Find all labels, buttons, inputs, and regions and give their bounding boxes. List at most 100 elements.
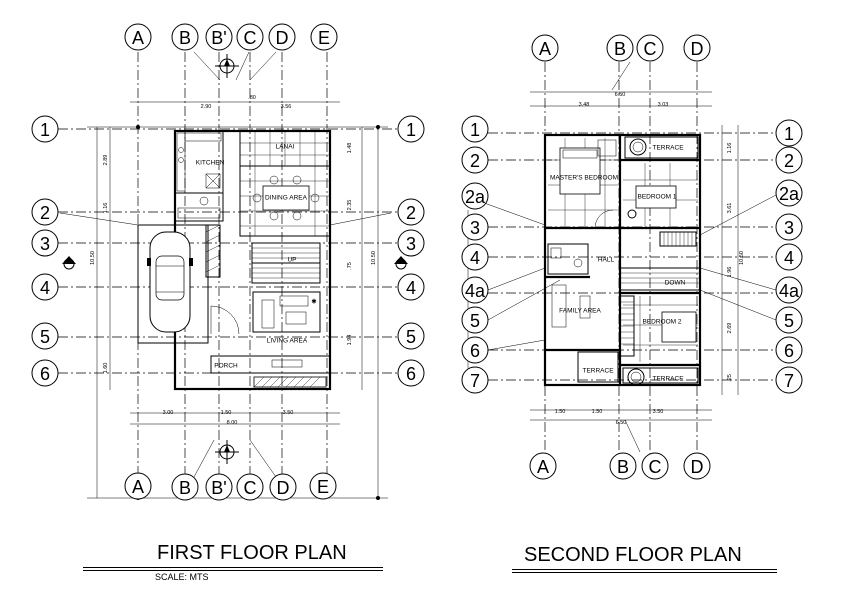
dim-text: 1.96 bbox=[727, 267, 733, 278]
first-floor-title-underline bbox=[83, 570, 383, 571]
second-floor-title-underline bbox=[512, 569, 777, 570]
second-floor-grid-bubbles: A B C D A B C D 1 2 2a 3 4 4a 5 6 7 1 2 … bbox=[461, 34, 803, 480]
dim-text: 3.00 bbox=[163, 410, 174, 416]
grid-bubble: A bbox=[124, 472, 152, 500]
svg-text:D: D bbox=[691, 457, 704, 477]
dim-text: 1.50 bbox=[555, 409, 566, 415]
dim-text: 1.16 bbox=[727, 143, 733, 154]
room-label-bedroom-2: BEDROOM 2 bbox=[642, 319, 681, 326]
second-floor-plan: TERRACE MASTER'S BEDROOM BEDROOM 1 HALL … bbox=[467, 61, 777, 454]
grid-bubble: 7 bbox=[775, 366, 803, 394]
grid-bubble: 2 bbox=[461, 146, 489, 174]
room-label-porch: PORCH bbox=[214, 363, 238, 370]
svg-text:4: 4 bbox=[406, 278, 416, 298]
svg-text:5: 5 bbox=[470, 311, 480, 331]
svg-text:4: 4 bbox=[40, 278, 50, 298]
second-floor-title-underline bbox=[512, 572, 777, 573]
svg-text:D: D bbox=[691, 39, 704, 59]
svg-text:7: 7 bbox=[784, 371, 794, 391]
grid-bubble: 3 bbox=[775, 213, 803, 241]
dim-text: 10.50 bbox=[90, 251, 96, 265]
grid-bubble: D bbox=[683, 452, 711, 480]
dim-text: 3.61 bbox=[727, 203, 733, 214]
dim-text: 3.48 bbox=[579, 102, 590, 108]
dim-text: 3.50 bbox=[653, 409, 664, 415]
grid-bubble: C bbox=[236, 473, 264, 501]
grid-bubble: C bbox=[641, 452, 669, 480]
svg-text:1: 1 bbox=[406, 120, 416, 140]
second-floor-title: SECOND FLOOR PLAN bbox=[524, 544, 742, 566]
grid-bubble: E bbox=[309, 472, 337, 500]
svg-text:4a: 4a bbox=[779, 281, 800, 301]
dim-text: 10.50 bbox=[371, 251, 377, 265]
svg-text:2: 2 bbox=[470, 151, 480, 171]
first-floor-title-underline bbox=[83, 567, 383, 568]
room-label-family-area: FAMILY AREA bbox=[559, 308, 601, 315]
svg-text:B: B bbox=[179, 28, 191, 48]
room-label-stair-up: UP bbox=[287, 257, 296, 264]
room-label-stair-down: DOWN bbox=[665, 280, 686, 287]
grid-bubble: 6 bbox=[461, 336, 489, 364]
dim-text: 2.35 bbox=[347, 200, 353, 211]
grid-bubble: 4a bbox=[775, 276, 803, 304]
svg-text:C: C bbox=[244, 28, 257, 48]
grid-bubble: 5 bbox=[775, 306, 803, 334]
dim-text: 2.69 bbox=[727, 323, 733, 334]
dim-text: 1.16 bbox=[103, 203, 109, 214]
grid-bubble: 5 bbox=[31, 322, 59, 350]
grid-bubble: 3 bbox=[461, 213, 489, 241]
svg-text:3: 3 bbox=[40, 234, 50, 254]
grid-bubble: 1 bbox=[775, 119, 803, 147]
svg-text:4: 4 bbox=[784, 248, 794, 268]
first-floor-title: FIRST FLOOR PLAN bbox=[157, 542, 347, 564]
svg-text:B': B' bbox=[211, 478, 226, 498]
north-arrow-icon bbox=[215, 440, 239, 464]
svg-text:6: 6 bbox=[40, 364, 50, 384]
room-label-terrace-right: TERRACE bbox=[652, 376, 684, 383]
svg-text:3: 3 bbox=[406, 234, 416, 254]
grid-bubble: 4a bbox=[461, 276, 489, 304]
dim-text: 1.48 bbox=[347, 143, 353, 154]
grid-bubble: 2a bbox=[461, 182, 489, 210]
svg-text:6: 6 bbox=[406, 364, 416, 384]
svg-text:B: B bbox=[614, 39, 626, 59]
dim-text: 6.50 bbox=[615, 92, 626, 98]
svg-text:6: 6 bbox=[784, 341, 794, 361]
svg-text:✱: ✱ bbox=[311, 298, 317, 306]
svg-text:1: 1 bbox=[470, 120, 480, 140]
dim-text: 1.50 bbox=[592, 409, 603, 415]
svg-text:5: 5 bbox=[40, 327, 50, 347]
svg-text:3: 3 bbox=[470, 218, 480, 238]
scale-label: SCALE: MTS bbox=[155, 572, 209, 582]
section-marker-icon bbox=[394, 256, 408, 270]
section-marker-icon bbox=[62, 256, 76, 270]
grid-bubble: 7 bbox=[461, 366, 489, 394]
svg-text:2: 2 bbox=[784, 151, 794, 171]
svg-text:B: B bbox=[617, 457, 629, 477]
room-label-dining: DINING AREA bbox=[265, 195, 308, 202]
grid-bubble: 3 bbox=[397, 229, 425, 257]
svg-text:3: 3 bbox=[784, 218, 794, 238]
svg-text:5: 5 bbox=[784, 311, 794, 331]
svg-text:2a: 2a bbox=[779, 184, 800, 204]
dim-text: 1.60 bbox=[103, 363, 109, 374]
grid-bubble: E bbox=[310, 23, 338, 51]
svg-text:4a: 4a bbox=[465, 281, 486, 301]
dim-text: .80 bbox=[248, 95, 256, 101]
dim-text: 3.56 bbox=[281, 104, 292, 110]
room-label-terrace-left: TERRACE bbox=[582, 368, 614, 375]
grid-bubble: B bbox=[609, 452, 637, 480]
dim-text: .75 bbox=[347, 262, 353, 270]
grid-bubble: 2a bbox=[775, 179, 803, 207]
grid-bubble: B' bbox=[205, 23, 233, 51]
dim-text: 2.90 bbox=[201, 104, 212, 110]
svg-text:D: D bbox=[277, 478, 290, 498]
grid-bubble: 2 bbox=[31, 198, 59, 226]
room-label-kitchen: KITCHEN bbox=[196, 160, 225, 167]
room-label-lanai: LANAI bbox=[276, 144, 295, 151]
grid-bubble: D bbox=[268, 23, 296, 51]
grid-bubble: A bbox=[531, 34, 559, 62]
room-label-hall: HALL bbox=[598, 257, 615, 264]
svg-text:5: 5 bbox=[406, 327, 416, 347]
svg-text:E: E bbox=[317, 477, 329, 497]
